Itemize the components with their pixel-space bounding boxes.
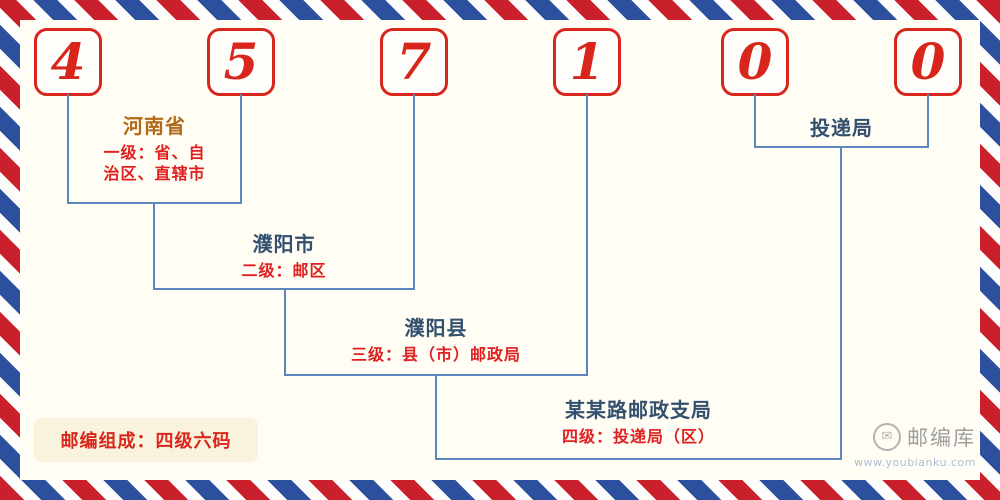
postal-digit-box-4: 1 <box>553 28 621 96</box>
connector-line <box>435 374 437 460</box>
connector-line <box>413 94 415 290</box>
delivery-office-name: 投递局 <box>810 116 873 140</box>
level-1-province-label: 河南省 一级：省、自 治区、直辖市 <box>67 110 242 183</box>
level-4-description: 四级：投递局（区） <box>561 427 715 446</box>
connector-line <box>153 202 155 290</box>
province-name: 河南省 <box>123 114 186 138</box>
watermark: ✉ 邮编库 www.youbianku.com <box>854 422 976 469</box>
connector-line <box>586 94 588 376</box>
connector-line <box>67 94 69 204</box>
postal-digit-5: 0 <box>737 32 773 91</box>
postal-digit-box-1: 4 <box>34 28 102 96</box>
postal-digit-box-6: 0 <box>894 28 962 96</box>
watermark-url: www.youbianku.com <box>854 456 976 469</box>
postal-digit-2: 5 <box>223 32 259 91</box>
composition-note-text: 邮编组成：四级六码 <box>60 431 232 452</box>
diagram-canvas: 4 5 7 1 0 0 河 <box>20 20 980 480</box>
level-3-description: 三级：县（市）邮政局 <box>350 345 521 364</box>
postal-digit-1: 4 <box>50 32 86 91</box>
envelope-icon: ✉ <box>873 423 901 451</box>
connector-line <box>754 94 756 148</box>
level-2-description: 二级：邮区 <box>241 261 327 280</box>
connector-line <box>840 146 842 460</box>
postal-digit-box-2: 5 <box>207 28 275 96</box>
delivery-office-label: 投递局 <box>754 112 929 141</box>
postal-digit-box-3: 7 <box>380 28 448 96</box>
watermark-brand: 邮编库 <box>907 426 976 450</box>
level-4-branch-label: 某某路邮政支局 四级：投递局（区） <box>435 394 842 446</box>
branch-name: 某某路邮政支局 <box>565 398 712 422</box>
city-name: 濮阳市 <box>252 232 316 256</box>
connector-line <box>927 94 929 148</box>
level-3-county-label: 濮阳县 三级：县（市）邮政局 <box>284 312 588 364</box>
connector-line <box>754 146 929 148</box>
county-name: 濮阳县 <box>404 316 468 340</box>
level-2-city-label: 濮阳市 二级：邮区 <box>153 228 415 280</box>
connector-line <box>435 458 842 460</box>
postal-digit-3: 7 <box>396 32 432 91</box>
connector-line <box>284 288 286 376</box>
postal-digit-box-5: 0 <box>721 28 789 96</box>
connector-line <box>240 94 242 204</box>
level-1-description: 一级：省、自 治区、直辖市 <box>103 143 206 183</box>
postal-digit-4: 1 <box>569 32 605 91</box>
postal-digit-6: 0 <box>910 32 946 91</box>
composition-note-badge: 邮编组成：四级六码 <box>34 418 258 462</box>
